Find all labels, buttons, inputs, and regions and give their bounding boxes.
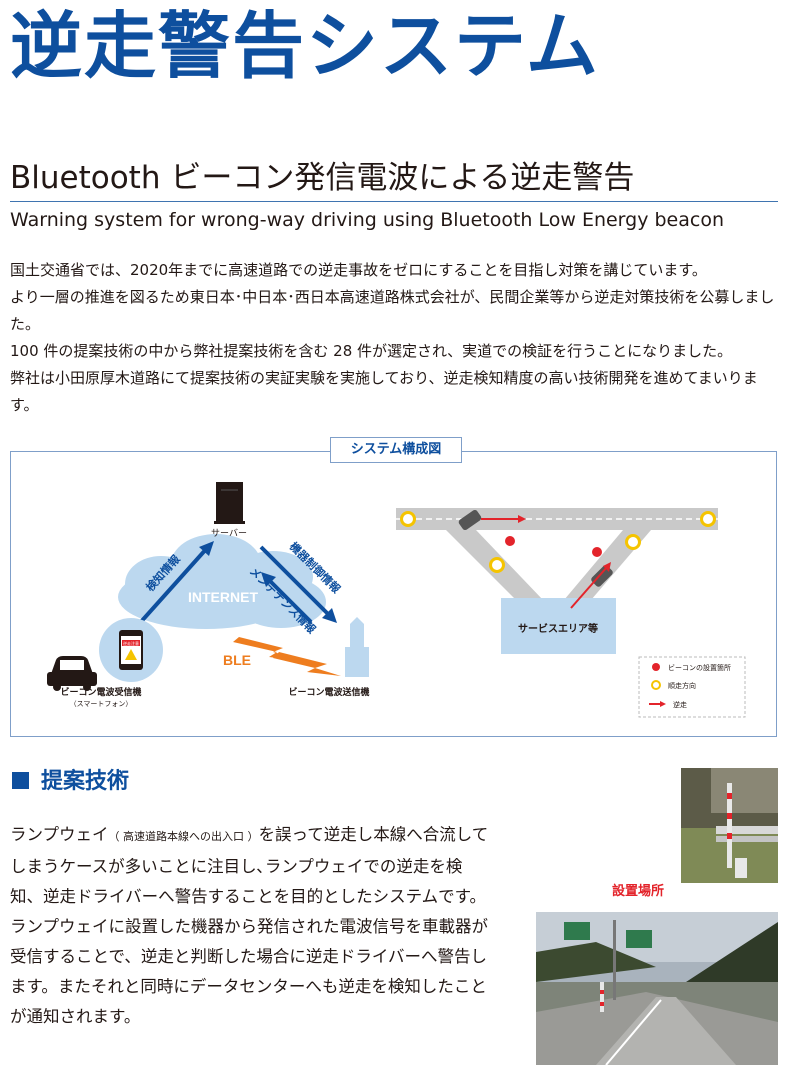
smartphone-icon: 逆走注意 [119, 630, 143, 670]
proposal-p1-start: ランプウェイ [10, 825, 109, 844]
beacon-point [592, 547, 602, 557]
subtitle-divider [10, 201, 778, 202]
control-arrow [259, 545, 337, 623]
legend-beacon-icon [652, 663, 660, 671]
receiver-label: ビーコン電波受信機 [60, 686, 141, 698]
legend-forward-icon-inner [653, 682, 659, 688]
proposal-paragraph-2: ランプウェイに設置した機器から発信された電波信号を車載器が受信することで、逆走と… [10, 917, 489, 1026]
proposal-paragraph-1: ランプウェイ（ 高速道路本線への出入口 ）を誤って逆走し本線へ合流してしまうケー… [10, 820, 492, 912]
section-heading-text: 提案技術 [41, 769, 130, 794]
ble-label: BLE [223, 652, 251, 668]
heading-square-icon [12, 772, 29, 789]
phone-screen-text: 逆走注意 [123, 640, 139, 646]
system-diagram: INTERNET サーバー 検知情報 機器制御情報 メンテナンス情報 [10, 451, 777, 737]
transmitter-label: ビーコン電波送信機 [288, 686, 369, 698]
reverse-arrows [481, 515, 611, 609]
proposal-p1-note: （ 高速道路本線への出入口 ） [108, 830, 259, 843]
maintenance-arrow [261, 572, 313, 624]
server-label: サーバー [211, 528, 247, 539]
legend-reverse-arrowhead [660, 701, 666, 707]
system-diagram-svg: INTERNET サーバー 検知情報 機器制御情報 メンテナンス情報 [47, 482, 746, 718]
legend-box [638, 656, 746, 718]
installation-site-photo [536, 912, 778, 1065]
car-icon [47, 656, 97, 691]
wrong-way-car [458, 509, 613, 587]
legend-beacon-label: ビーコンの設置箇所 [668, 663, 731, 672]
receiver-sublabel: （スマートフォン） [70, 700, 133, 708]
diagram-title: システム構成図 [330, 437, 462, 463]
subtitle-japanese: Bluetooth ビーコン発信電波による逆走警告 [10, 160, 635, 196]
legend-reverse-label: 逆走 [673, 700, 687, 709]
section-heading: 提案技術 [12, 767, 129, 797]
subtitle-english: Warning system for wrong-way driving usi… [10, 209, 725, 231]
installation-closeup-photo [681, 768, 778, 883]
detect-arrow [137, 541, 214, 626]
page-title: 逆走警告システム [10, 4, 600, 88]
intro-paragraph-1: 国土交通省では、2020年までに高速道路での逆走事故をゼロにすることを目指し対策… [10, 261, 707, 279]
legend-forward-label: 順走方向 [668, 681, 696, 690]
proposal-p1-rest: を誤って逆走し本線へ合流してしまうケースが多いことに注目し､ランプウェイでの逆走… [10, 825, 489, 906]
intro-paragraph-2: より一層の推進を図るため東日本･中日本･西日本高速道路株式会社が、民間企業等から… [10, 288, 775, 333]
service-area-label: サービスエリア等 [518, 622, 598, 635]
road-network [396, 508, 718, 600]
photo-caption: 設置場所 [612, 884, 665, 899]
forward-direction-markers [400, 511, 716, 573]
internet-label: INTERNET [188, 589, 258, 605]
service-area [501, 598, 616, 654]
intro-paragraph-3: 100 件の提案技術の中から弊社提案技術を含む 28 件が選定され、実道での検証… [10, 342, 733, 360]
ble-lightning-icon [233, 637, 341, 676]
server-icon [214, 482, 245, 524]
transmitter-icon [345, 617, 369, 677]
proposal-text: ランプウェイ（ 高速道路本線への出入口 ）を誤って逆走し本線へ合流してしまうケー… [10, 820, 492, 1032]
intro-text: 国土交通省では、2020年までに高速道路での逆走事故をゼロにすることを目指し対策… [10, 257, 785, 419]
intro-paragraph-4: 弊社は小田原厚木道路にて提案技術の実証実験を実施しており、逆走検知精度の高い技術… [10, 369, 758, 414]
beacon-point [505, 536, 515, 546]
